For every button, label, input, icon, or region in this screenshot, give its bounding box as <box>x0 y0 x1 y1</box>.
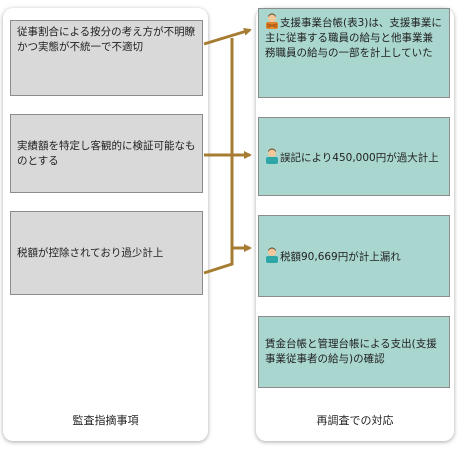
response-text-2: 誤記により450,000円が過大計上 <box>280 151 439 164</box>
person-icon <box>266 247 278 263</box>
right-panel-label: 再調査での対応 <box>316 414 394 427</box>
finding-text-3: 税額が控除されており過少計上 <box>17 246 164 259</box>
arrow-4 <box>203 248 234 275</box>
response-text-1: 支援事業台帳(表3)は、支援事業に主に従事する職員の給与と他事業兼務職員の給与の… <box>265 17 442 59</box>
left-panel-label: 監査指摘事項 <box>72 414 139 427</box>
response-box-2: 誤記により450,000円が過大計上 <box>258 117 450 196</box>
response-box-1: 支援事業台帳(表3)は、支援事業に主に従事する職員の給与と他事業兼務職員の給与の… <box>258 8 450 98</box>
response-text-4: 賃金台帳と管理台帳による支出(支援事業従事者の給与)の確認 <box>265 338 437 365</box>
response-box-3: 税額90,669円が計上漏れ <box>258 215 450 297</box>
finding-text-1: 従事割合による按分の考え方が不明瞭かつ実態が不統一で不適切 <box>17 26 196 53</box>
arrow-1 <box>203 27 252 46</box>
finding-text-2: 実績額を特定し客観的に検証可能なものとする <box>17 139 196 167</box>
finding-box-3: 税額が控除されており過少計上 <box>10 211 203 295</box>
finding-box-1: 従事割合による按分の考え方が不明瞭かつ実態が不統一で不適切 <box>10 20 203 96</box>
person-icon <box>266 148 278 164</box>
person-crossed-arms-icon <box>266 13 278 29</box>
arrow-3 <box>230 38 252 252</box>
response-box-4: 賃金台帳と管理台帳による支出(支援事業従事者の給与)の確認 <box>258 316 450 388</box>
finding-box-2: 実績額を特定し客観的に検証可能なものとする <box>10 114 203 193</box>
response-text-3: 税額90,669円が計上漏れ <box>280 251 401 263</box>
